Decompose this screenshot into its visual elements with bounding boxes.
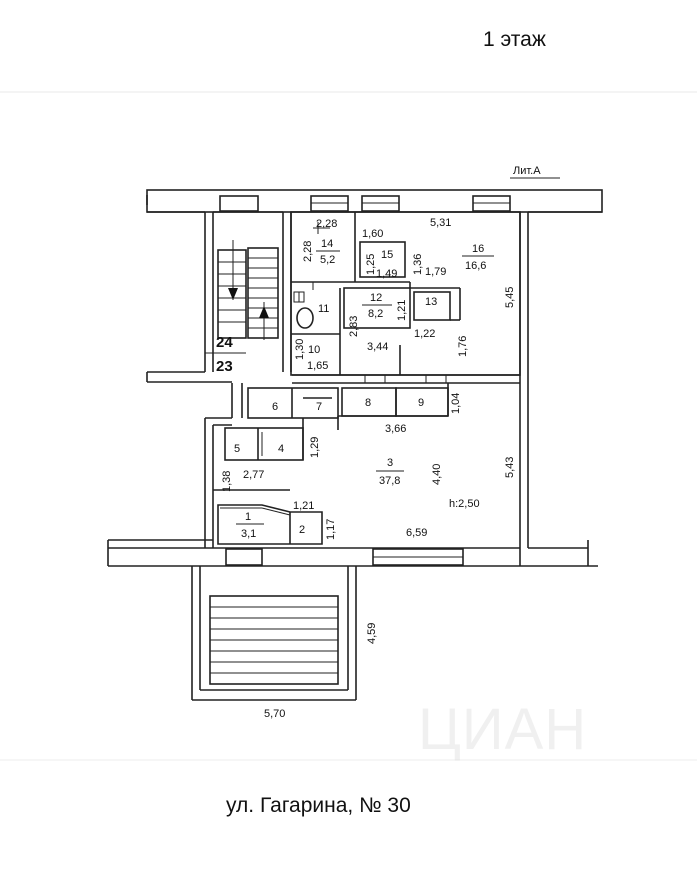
dim-label: 1,38 xyxy=(221,471,233,492)
floor-label: 1 этаж xyxy=(483,28,546,51)
dim-label: 1,36 xyxy=(412,254,424,275)
arrow-down-icon xyxy=(228,288,238,300)
stair-mark-24: 24 xyxy=(216,334,233,351)
room-number-5: 5 xyxy=(234,443,240,455)
address-caption: ул. Гагарина, № 30 xyxy=(226,794,411,817)
room-number-9: 9 xyxy=(418,397,424,409)
dim-label: 1,04 xyxy=(450,393,462,414)
room-12 xyxy=(343,287,411,329)
dim-label: 1,21 xyxy=(396,300,408,321)
stair-mark-23: 23 xyxy=(216,358,233,375)
room-area-16: 16,6 xyxy=(465,260,486,272)
rooms-4-5 xyxy=(224,427,304,461)
dim-label: 2,28 xyxy=(316,218,337,230)
room-number-10: 10 xyxy=(308,344,320,356)
dim-label: 1,22 xyxy=(414,328,435,340)
room-area-1: 3,1 xyxy=(241,528,256,540)
dim-label: 5,43 xyxy=(504,457,516,478)
dim-label: 2,83 xyxy=(348,316,360,337)
dim-label: 4,59 xyxy=(366,623,378,644)
room-number-11: 11 xyxy=(318,303,329,315)
letter-label: Лит.А xyxy=(513,165,541,177)
room-number-1: 1 xyxy=(245,511,251,523)
window xyxy=(219,195,259,212)
room-area-15: 1,49 xyxy=(376,268,397,280)
room-area-12: 8,2 xyxy=(368,308,383,320)
room-number-16: 16 xyxy=(472,243,484,255)
window xyxy=(225,548,263,566)
watermark-logo: ЦИАН xyxy=(418,697,588,762)
dim-label: 5,45 xyxy=(504,287,516,308)
room-number-6: 6 xyxy=(272,401,278,413)
dim-label: 6,59 xyxy=(406,527,427,539)
room-15 xyxy=(359,241,406,278)
room-13 xyxy=(413,291,451,321)
arrow-up-icon xyxy=(259,306,269,318)
upper-block xyxy=(290,211,521,376)
room-area-3: 37,8 xyxy=(379,475,400,487)
dim-label: 1,60 xyxy=(362,228,383,240)
room-number-12: 12 xyxy=(370,292,382,304)
dim-label: 2,77 xyxy=(243,469,264,481)
room-number-13: 13 xyxy=(425,296,437,308)
dim-label: 1,65 xyxy=(307,360,328,372)
room-number-8: 8 xyxy=(365,397,371,409)
dim-label: 1,25 xyxy=(365,254,377,275)
room-area-14: 5,2 xyxy=(320,254,335,266)
top-wall xyxy=(146,189,603,213)
dim-label: 1,79 xyxy=(425,266,446,278)
dim-label: 4,40 xyxy=(431,464,443,485)
toilet-icon xyxy=(296,307,314,329)
dim-label: 3,44 xyxy=(367,341,388,353)
dim-label: 2,28 xyxy=(302,241,314,262)
rooms-1-2 xyxy=(217,504,323,545)
room-number-3: 3 xyxy=(387,457,393,469)
room-number-15: 15 xyxy=(381,249,393,261)
dim-label: 1,17 xyxy=(325,519,337,540)
ceiling-height: h:2,50 xyxy=(449,498,480,510)
dim-label: 1,30 xyxy=(294,339,306,360)
dim-label: 5,31 xyxy=(430,217,451,229)
dim-label: 3,66 xyxy=(385,423,406,435)
dim-label: 1,21 xyxy=(293,500,314,512)
rooms-6-7 xyxy=(247,387,339,419)
room-number-4: 4 xyxy=(278,443,284,455)
room-number-14: 14 xyxy=(321,238,333,250)
dim-label: 1,76 xyxy=(457,336,469,357)
dim-label: 5,70 xyxy=(264,708,285,720)
dim-label: 1,29 xyxy=(309,437,321,458)
room-number-7: 7 xyxy=(316,401,322,413)
staircase xyxy=(247,247,279,339)
room-number-2: 2 xyxy=(299,524,305,536)
